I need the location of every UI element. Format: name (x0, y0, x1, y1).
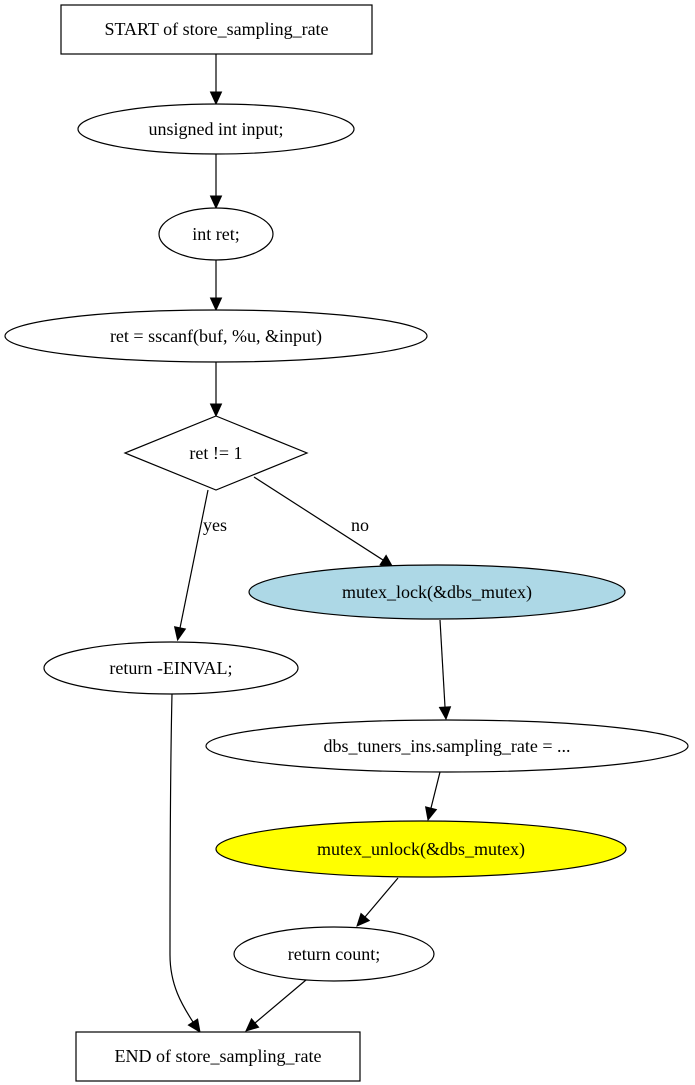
edge-unlock-to-return-count (356, 877, 399, 927)
node-mutex-unlock-label: mutex_unlock(&dbs_mutex) (317, 839, 525, 860)
edge-ret-to-sscanf (209, 260, 223, 312)
node-condition: ret != 1 (123, 415, 309, 491)
node-assign-sampling-rate: dbs_tuners_ins.sampling_rate = ... (205, 719, 689, 773)
edge-lock-to-assign (438, 619, 452, 721)
edge-cond-yes (173, 489, 209, 642)
node-mutex-lock: mutex_lock(&dbs_mutex) (248, 564, 626, 620)
edge-assign-to-unlock (424, 771, 441, 822)
edge-return-count-to-end (245, 979, 307, 1032)
node-condition-label: ret != 1 (189, 443, 242, 463)
node-decl-ret: int ret; (158, 207, 274, 261)
edges: yes no (169, 54, 452, 1033)
node-end: END of store_sampling_rate (75, 1031, 361, 1082)
edge-label-yes: yes (203, 515, 227, 535)
edge-input-to-ret (209, 154, 223, 210)
node-end-label: END of store_sampling_rate (115, 1046, 322, 1066)
edge-einval-to-end (169, 693, 201, 1033)
node-return-einval-label: return -EINVAL; (109, 658, 232, 678)
node-mutex-lock-label: mutex_lock(&dbs_mutex) (342, 582, 532, 603)
node-decl-ret-label: int ret; (192, 224, 240, 244)
node-start-label: START of store_sampling_rate (104, 19, 328, 39)
edge-sscanf-to-cond (209, 362, 223, 418)
edge-start-to-input (209, 54, 223, 106)
edge-cond-no (253, 476, 395, 569)
edge-label-no: no (351, 515, 369, 535)
node-decl-input: unsigned int input; (77, 103, 355, 155)
node-return-einval: return -EINVAL; (43, 641, 299, 695)
node-mutex-unlock: mutex_unlock(&dbs_mutex) (215, 820, 627, 878)
node-assign-sampling-rate-label: dbs_tuners_ins.sampling_rate = ... (323, 736, 570, 756)
node-return-count: return count; (233, 926, 435, 982)
node-sscanf: ret = sscanf(buf, %u, &input) (4, 309, 428, 363)
node-sscanf-label: ret = sscanf(buf, %u, &input) (110, 326, 322, 347)
node-return-count-label: return count; (288, 944, 380, 964)
node-decl-input-label: unsigned int input; (149, 119, 284, 139)
node-start: START of store_sampling_rate (60, 4, 373, 55)
